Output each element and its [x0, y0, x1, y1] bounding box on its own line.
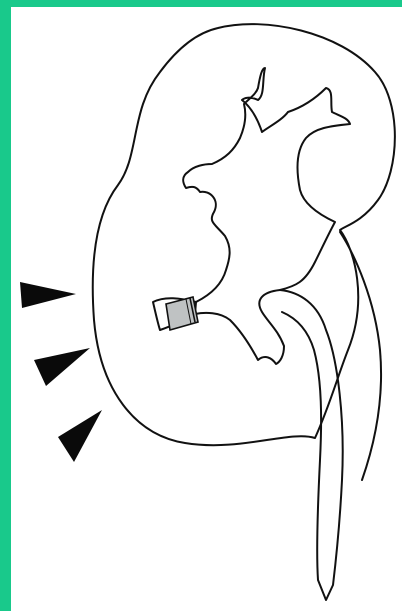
renal-pelvis	[183, 68, 350, 364]
arrowhead-middle-icon	[34, 348, 90, 386]
ureter	[280, 290, 343, 600]
stent-device	[166, 297, 198, 330]
arrowhead-bottom-icon	[58, 410, 102, 462]
arrowhead-top-icon	[20, 282, 76, 308]
